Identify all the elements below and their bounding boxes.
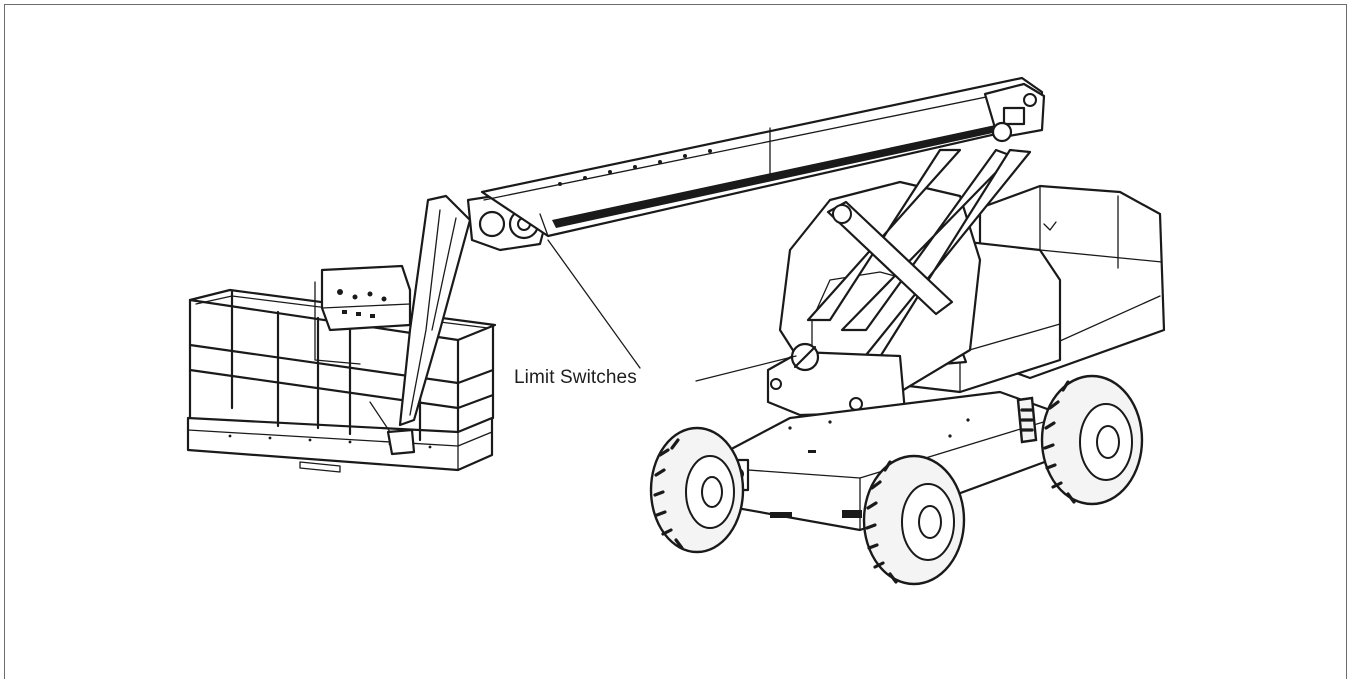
wheel-rear-right: [1040, 374, 1144, 506]
jib-arm: [398, 190, 550, 427]
wheel-front-right: [862, 454, 966, 586]
figure-frame: [4, 4, 1347, 679]
platform-basket: [186, 264, 497, 473]
wheel-rear-left: [1016, 396, 1038, 444]
callout-label-limit-switches: Limit Switches: [514, 367, 637, 388]
leader-line-turntable-switch: [695, 355, 797, 382]
leader-line-boom-switch: [547, 239, 641, 369]
main-boom: [480, 76, 1046, 238]
turntable: [766, 148, 1166, 417]
wheel-front-left: [649, 426, 745, 554]
callout-leaders: [547, 239, 797, 382]
